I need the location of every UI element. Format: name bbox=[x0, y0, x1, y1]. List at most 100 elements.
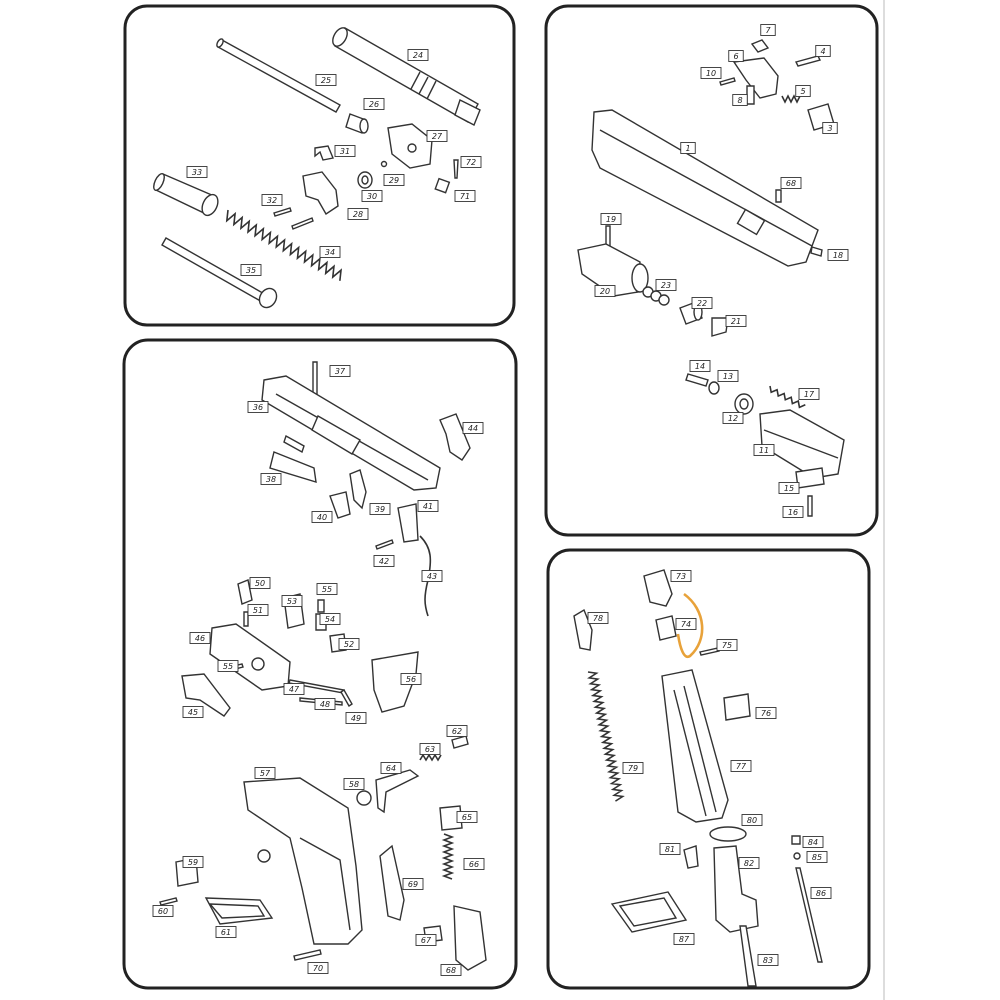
part-number-label: 46 bbox=[195, 634, 205, 643]
part-label-box bbox=[361, 190, 383, 202]
part-label-box bbox=[782, 506, 804, 518]
part-label-box bbox=[400, 673, 422, 685]
part-label-box bbox=[319, 246, 341, 258]
frame-parts bbox=[159, 361, 487, 971]
part-label-box bbox=[725, 315, 747, 327]
part-number-label: 16 bbox=[788, 508, 798, 517]
part-number-label: 22 bbox=[697, 299, 707, 308]
part-label-box bbox=[780, 177, 802, 189]
part-label-box bbox=[755, 707, 777, 719]
part-number-label: 48 bbox=[320, 700, 330, 709]
part-label-box bbox=[689, 360, 711, 372]
part-number-label: 25 bbox=[321, 76, 331, 85]
part-label-box bbox=[380, 762, 402, 774]
part-number-label: 38 bbox=[266, 475, 276, 484]
panel-magazine-group bbox=[546, 548, 871, 990]
part-label-box bbox=[717, 370, 739, 382]
part-label-box bbox=[675, 618, 697, 630]
part-label-box bbox=[655, 279, 677, 291]
part-label-box bbox=[407, 49, 429, 61]
part-number-label: 12 bbox=[728, 414, 738, 423]
part-number-label: 65 bbox=[462, 813, 472, 822]
part-label-box bbox=[186, 166, 208, 178]
part-label-box bbox=[315, 74, 337, 86]
part-label-box bbox=[753, 444, 775, 456]
part-label-box bbox=[456, 811, 478, 823]
part-number-label: 86 bbox=[816, 889, 826, 898]
part-number-label: 78 bbox=[593, 614, 603, 623]
part-number-label: 80 bbox=[747, 816, 757, 825]
part-label-box bbox=[732, 94, 748, 106]
panel-slide-group bbox=[544, 4, 879, 537]
part-label-box bbox=[757, 954, 779, 966]
part-label-box bbox=[281, 595, 303, 607]
part-label-box bbox=[345, 712, 367, 724]
part-label-box bbox=[810, 887, 832, 899]
panel-frame-group bbox=[122, 338, 518, 990]
part-number-label: 41 bbox=[423, 502, 433, 511]
part-number-label: 84 bbox=[808, 838, 818, 847]
part-label-box bbox=[738, 857, 760, 869]
part-label-box bbox=[217, 660, 239, 672]
part-number-label: 5 bbox=[800, 87, 805, 96]
magazine-parts bbox=[573, 569, 823, 987]
part-number-label: 51 bbox=[253, 606, 263, 615]
part-label-box bbox=[730, 760, 752, 772]
part-number-label: 54 bbox=[325, 615, 335, 624]
part-label-box bbox=[338, 638, 360, 650]
part-label-box bbox=[670, 570, 692, 582]
part-number-label: 40 bbox=[317, 513, 327, 522]
part-number-label: 77 bbox=[736, 762, 747, 771]
part-number-label: 62 bbox=[452, 727, 462, 736]
part-label-box bbox=[189, 632, 211, 644]
part-number-label: 31 bbox=[340, 147, 350, 156]
part-number-label: 79 bbox=[628, 764, 638, 773]
part-label-box bbox=[283, 683, 305, 695]
part-number-label: 39 bbox=[375, 505, 385, 514]
part-number-label: 75 bbox=[722, 641, 732, 650]
part-number-label: 1 bbox=[685, 144, 690, 153]
part-number-label: 71 bbox=[460, 192, 470, 201]
part-label-box bbox=[373, 555, 395, 567]
part-label-box bbox=[314, 698, 336, 710]
part-label-box bbox=[716, 639, 738, 651]
part-number-label: 8 bbox=[737, 96, 742, 105]
part-label-box bbox=[369, 503, 391, 515]
part-number-label: 7 bbox=[765, 26, 771, 35]
part-label-box bbox=[182, 856, 204, 868]
part-label-box bbox=[316, 583, 338, 595]
part-label-box bbox=[247, 604, 269, 616]
part-number-label: 37 bbox=[335, 367, 346, 376]
part-number-label: 23 bbox=[661, 281, 671, 290]
part-number-label: 15 bbox=[784, 484, 794, 493]
part-number-label: 29 bbox=[389, 176, 399, 185]
part-label-box bbox=[815, 45, 831, 57]
part-number-label: 4 bbox=[820, 47, 825, 56]
part-label-box bbox=[307, 962, 329, 974]
part-label-box bbox=[673, 933, 695, 945]
part-number-label: 44 bbox=[468, 424, 478, 433]
part-number-label: 28 bbox=[353, 210, 363, 219]
part-number-label: 55 bbox=[223, 662, 233, 671]
part-label-box bbox=[722, 412, 744, 424]
part-label-box bbox=[446, 725, 468, 737]
part-label-box bbox=[827, 249, 849, 261]
part-number-label: 64 bbox=[386, 764, 396, 773]
part-number-label: 13 bbox=[723, 372, 733, 381]
part-number-label: 32 bbox=[267, 196, 277, 205]
part-number-label: 35 bbox=[246, 266, 256, 275]
part-label-box bbox=[760, 24, 776, 36]
part-number-label: 6 bbox=[733, 52, 738, 61]
part-label-box bbox=[741, 814, 763, 826]
part-number-label: 36 bbox=[253, 403, 263, 412]
part-label-box bbox=[182, 706, 204, 718]
part-number-label: 60 bbox=[158, 907, 168, 916]
part-number-label: 52 bbox=[344, 640, 354, 649]
part-label-box bbox=[419, 743, 441, 755]
part-label-box bbox=[806, 851, 828, 863]
part-label-box bbox=[347, 208, 369, 220]
part-number-label: 68 bbox=[446, 966, 456, 975]
part-label-box bbox=[254, 767, 276, 779]
